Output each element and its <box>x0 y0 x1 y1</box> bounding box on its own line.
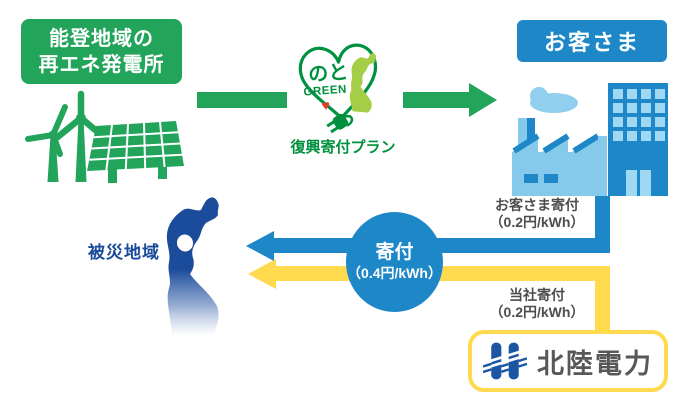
company-name: 北陸電力 <box>537 348 653 379</box>
logo-name-en: GREEN <box>303 84 347 99</box>
logo-name-jp: のと <box>308 61 349 86</box>
donation-total-label: 寄付 <box>375 242 414 263</box>
wind-turbine-icon <box>25 104 68 182</box>
source-box: 能登地域の 再エネ発電所 <box>21 19 182 84</box>
company-donation-title: 当社寄付 <box>509 287 565 303</box>
flow-arrow-head <box>469 83 497 117</box>
office-building-icon <box>608 83 668 196</box>
customer-donation-label: お客さま寄付 （0.2円/kWh） <box>472 197 602 231</box>
factory-icon <box>512 118 607 196</box>
flow-bar-plants-to-logo <box>197 92 287 108</box>
ishikawa-map-icon <box>166 197 219 336</box>
plan-label: 復興寄付プラン <box>290 139 396 156</box>
flow-arrow-logo-to-customer <box>403 92 469 108</box>
customer-building-icons <box>512 83 668 196</box>
company-donation-arrow-head <box>248 259 276 289</box>
donation-total-badge: 寄付 （0.4円/kWh） <box>346 212 443 312</box>
noto-green-heart-logo: のと GREEN ♥ <box>298 43 378 134</box>
cloud-icon <box>530 87 578 113</box>
nanao-bay-shape <box>176 234 194 252</box>
company-donation-arrow-vertical <box>595 270 610 332</box>
source-box-line2: 再エネ発電所 <box>38 53 165 76</box>
plug-icon <box>326 113 354 134</box>
customer-donation-title: お客さま寄付 <box>495 197 579 213</box>
source-box-line1: 能登地域の <box>49 27 154 50</box>
solar-panel-icon <box>87 121 184 183</box>
disaster-area-label: 被災地域 <box>88 243 160 262</box>
hokuriku-logo-mark <box>483 342 527 380</box>
customer-donation-arrow-vertical <box>595 196 610 245</box>
customer-box-label: お客さま <box>543 30 640 55</box>
company-logo-box: 北陸電力 <box>468 330 668 392</box>
company-donation-rate: （0.2円/kWh） <box>489 304 585 320</box>
company-donation-label: 当社寄付 （0.2円/kWh） <box>472 287 602 321</box>
customer-donation-arrow-head <box>246 231 274 261</box>
donation-total-rate: （0.4円/kWh） <box>347 265 442 281</box>
noto-peninsula-shape <box>349 53 377 113</box>
customer-box: お客さま <box>517 20 667 62</box>
small-heart-icon: ♥ <box>321 97 330 114</box>
wind-turbine-icon <box>50 90 110 182</box>
customer-donation-rate: （0.2円/kWh） <box>489 214 585 230</box>
renewable-plant-icons <box>25 90 184 183</box>
